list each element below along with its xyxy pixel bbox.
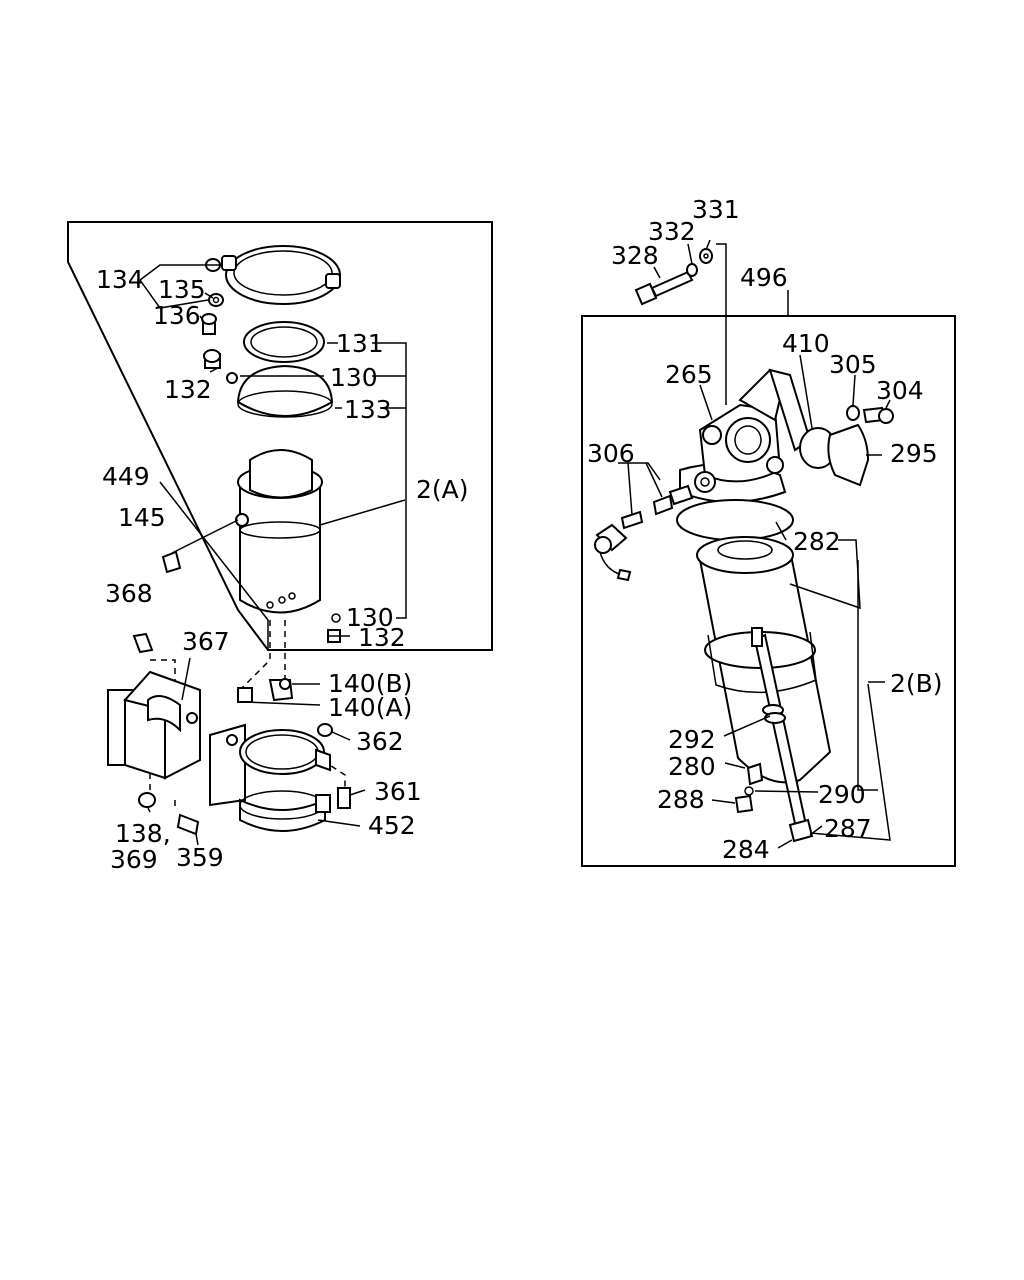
gasket-131 xyxy=(243,321,325,363)
label-130a: 130 xyxy=(330,363,378,392)
label-496: 496 xyxy=(740,263,788,292)
label-138: 138, xyxy=(115,819,171,848)
gasket-282 xyxy=(676,499,794,541)
label-362: 362 xyxy=(356,727,404,756)
oring-130b xyxy=(331,613,341,623)
label-135: 135 xyxy=(158,275,206,304)
bolt-328 xyxy=(634,248,713,306)
bolt-359 xyxy=(176,813,200,836)
label-140b: 140(B) xyxy=(328,669,412,698)
label-132a: 132 xyxy=(164,375,212,404)
oring-290 xyxy=(744,786,754,796)
nut-362 xyxy=(317,723,333,737)
label-145: 145 xyxy=(118,503,166,532)
label-140a: 140(A) xyxy=(328,693,412,722)
label-449: 449 xyxy=(102,462,150,491)
washer-305 xyxy=(846,405,860,421)
label-282: 282 xyxy=(793,527,841,556)
nut-138 xyxy=(138,792,156,808)
label-367: 367 xyxy=(182,627,230,656)
filter-280 xyxy=(696,536,832,843)
label-306: 306 xyxy=(587,439,635,468)
cover-133 xyxy=(203,349,334,418)
label-361: 361 xyxy=(374,777,422,806)
label-331: 331 xyxy=(692,195,740,224)
plug-288 xyxy=(734,794,754,814)
label-134: 134 xyxy=(96,265,144,294)
left-assembly xyxy=(67,221,493,846)
label-369: 369 xyxy=(110,845,158,874)
filter-head-265 xyxy=(679,368,812,503)
bolt-361 xyxy=(337,787,351,809)
bracket-452 xyxy=(209,723,331,832)
filter-2a xyxy=(161,449,323,614)
right-assembly xyxy=(581,239,956,867)
label-265: 265 xyxy=(665,360,713,389)
label-288: 288 xyxy=(657,785,705,814)
clamp-band-134 xyxy=(201,245,341,335)
bolt-368 xyxy=(132,632,154,654)
label-368: 368 xyxy=(105,579,153,608)
label-284: 284 xyxy=(722,835,770,864)
label-2a: 2(A) xyxy=(416,475,469,504)
label-452: 452 xyxy=(368,811,416,840)
label-132b: 132 xyxy=(358,623,406,652)
bracket-367 xyxy=(107,670,201,780)
label-410: 410 xyxy=(782,329,830,358)
label-292: 292 xyxy=(668,725,716,754)
label-287: 287 xyxy=(824,814,872,843)
label-328: 328 xyxy=(611,241,659,270)
fitting-140 xyxy=(237,678,294,703)
label-332: 332 xyxy=(648,217,696,246)
label-2b: 2(B) xyxy=(890,669,943,698)
label-304: 304 xyxy=(876,376,924,405)
label-295: 295 xyxy=(890,439,938,468)
label-290: 290 xyxy=(818,780,866,809)
label-130b: 130 xyxy=(346,603,394,632)
label-131: 131 xyxy=(336,329,384,358)
label-359: 359 xyxy=(176,843,224,872)
cover-295 xyxy=(827,423,870,487)
label-280: 280 xyxy=(668,752,716,781)
label-305: 305 xyxy=(829,350,877,379)
sensor-306 xyxy=(594,484,694,582)
label-136: 136 xyxy=(153,301,201,330)
label-133: 133 xyxy=(344,395,392,424)
frame-496 xyxy=(581,315,956,867)
